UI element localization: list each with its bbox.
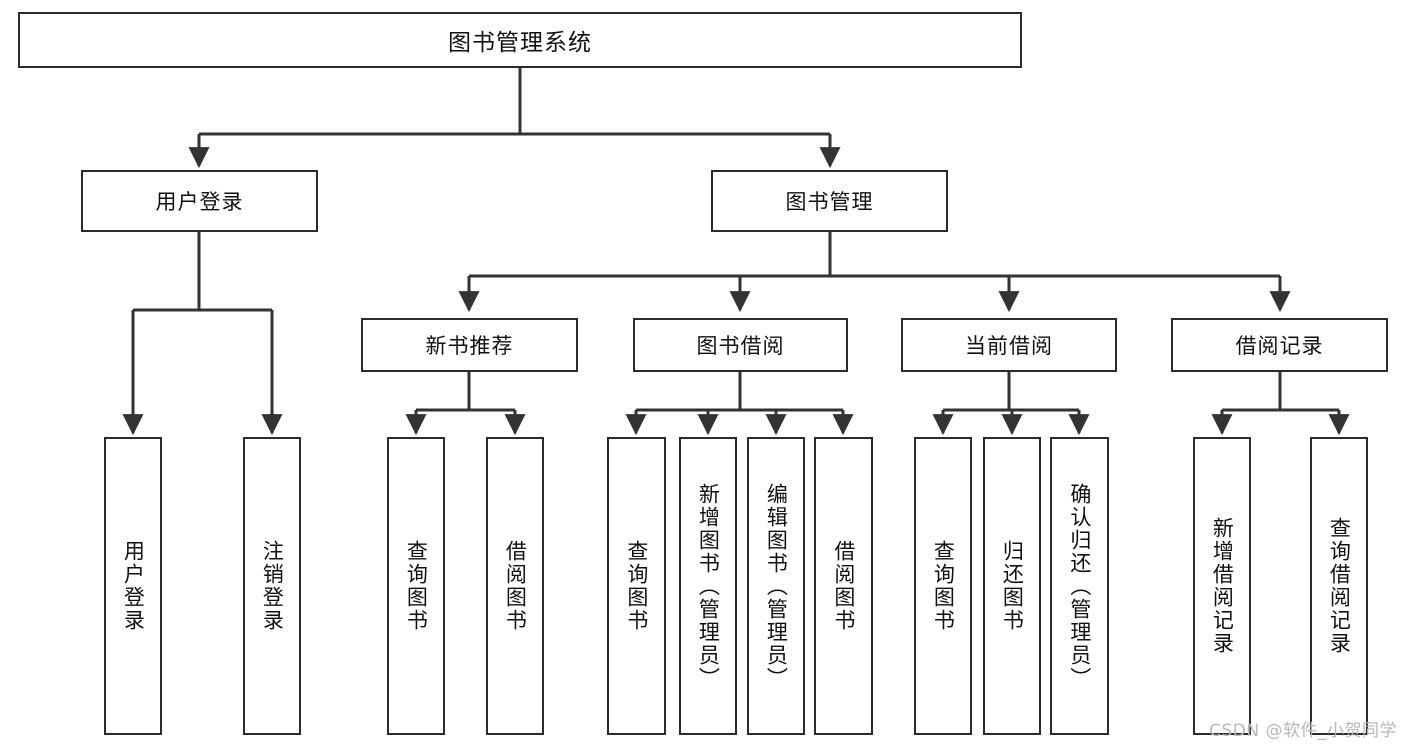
node-user-login[interactable]: 用户登录: [81, 170, 318, 232]
node-leaf-label: 查询图书: [624, 540, 649, 632]
node-current-borrow[interactable]: 当前借阅: [901, 318, 1117, 372]
node-leaf-label: 查询图书: [931, 540, 956, 632]
node-leaf-current-borrow-confirm[interactable]: 确认归还（管理员）: [1050, 437, 1109, 735]
node-root[interactable]: 图书管理系统: [18, 12, 1022, 68]
node-book-management[interactable]: 图书管理: [711, 170, 948, 232]
node-leaf-label: 用户登录: [121, 540, 146, 632]
node-book-borrow-label: 图书借阅: [696, 334, 785, 358]
node-leaf-book-borrow-borrow[interactable]: 借阅图书: [814, 437, 873, 735]
node-leaf-label: 查询图书: [404, 540, 429, 632]
node-leaf-label: 编辑图书（管理员）: [764, 482, 789, 690]
node-leaf-label: 查询借阅记录: [1327, 517, 1352, 655]
node-leaf-user-login-logout[interactable]: 注销登录: [243, 437, 301, 735]
node-borrow-record[interactable]: 借阅记录: [1171, 318, 1388, 372]
node-leaf-label: 确认归还（管理员）: [1067, 482, 1092, 690]
node-leaf-book-borrow-query[interactable]: 查询图书: [607, 437, 666, 735]
node-leaf-borrow-record-query[interactable]: 查询借阅记录: [1310, 437, 1368, 735]
node-current-borrow-label: 当前借阅: [965, 334, 1053, 358]
node-book-borrow[interactable]: 图书借阅: [633, 318, 848, 372]
node-leaf-new-book-query[interactable]: 查询图书: [387, 437, 445, 735]
node-user-login-label: 用户登录: [155, 190, 244, 214]
node-new-book-recommend-label: 新书推荐: [425, 334, 514, 358]
node-leaf-label: 借阅图书: [831, 540, 856, 632]
node-leaf-label: 新增借阅记录: [1210, 517, 1235, 655]
node-leaf-label: 归还图书: [1000, 540, 1025, 632]
node-leaf-new-book-borrow[interactable]: 借阅图书: [486, 437, 544, 735]
node-new-book-recommend[interactable]: 新书推荐: [361, 318, 578, 372]
node-leaf-label: 新增图书（管理员）: [696, 482, 721, 690]
node-borrow-record-label: 借阅记录: [1235, 334, 1324, 358]
node-leaf-user-login-login[interactable]: 用户登录: [104, 437, 162, 735]
node-leaf-book-borrow-edit[interactable]: 编辑图书（管理员）: [747, 437, 805, 735]
csdn-watermark: CSDN @软件_小贺同学: [1209, 721, 1397, 741]
node-leaf-current-borrow-query[interactable]: 查询图书: [914, 437, 972, 735]
node-leaf-label: 注销登录: [260, 540, 285, 632]
node-leaf-label: 借阅图书: [503, 540, 528, 632]
node-leaf-borrow-record-add[interactable]: 新增借阅记录: [1193, 437, 1251, 735]
node-book-management-label: 图书管理: [785, 190, 874, 214]
node-root-label: 图书管理系统: [448, 30, 592, 56]
node-leaf-book-borrow-add[interactable]: 新增图书（管理员）: [679, 437, 737, 735]
node-leaf-current-borrow-return[interactable]: 归还图书: [983, 437, 1041, 735]
